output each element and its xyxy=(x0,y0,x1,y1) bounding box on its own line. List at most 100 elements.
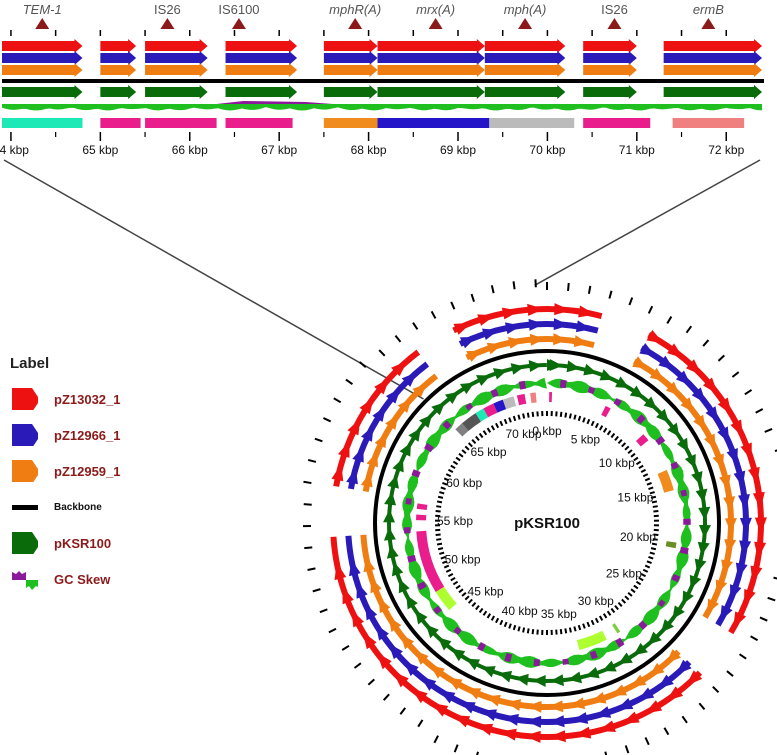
outer-tick xyxy=(470,293,475,303)
ring-pz13032-arrow xyxy=(453,322,472,335)
inner-tick xyxy=(503,621,508,628)
zoom-axis-label: 67 kbp xyxy=(261,143,297,157)
inner-tick xyxy=(439,491,445,495)
inner-tick xyxy=(482,610,488,616)
inner-tick xyxy=(617,438,623,445)
ring-pz12959-arrow xyxy=(721,559,733,575)
inner-tick xyxy=(486,427,492,433)
ring-pz13032-arrow xyxy=(548,730,566,743)
ring-pz12959-arrow xyxy=(712,453,724,470)
inner-tick xyxy=(650,547,657,551)
legend-label: pKSR100 xyxy=(54,536,112,551)
inner-tick xyxy=(531,628,535,635)
ring-pksr100-arrow xyxy=(451,648,466,662)
ring-pz13032-arrow xyxy=(573,726,592,739)
inner-tick xyxy=(606,430,612,436)
ring-pz12966-arrow xyxy=(705,406,719,423)
ring-pz13032-arrow xyxy=(665,686,684,701)
outer-tick xyxy=(731,371,740,378)
ring-pz13032-arrow xyxy=(754,541,767,559)
ring-pz12959-arrow xyxy=(649,367,665,382)
legend-swatch-skew-neg xyxy=(26,580,38,590)
annotation-block xyxy=(657,469,674,493)
ring-pz13032-arrow xyxy=(347,418,361,436)
inner-tick xyxy=(573,414,577,420)
inner-tick xyxy=(435,509,441,513)
zoom-arrow xyxy=(225,39,298,53)
ring-pz13032-arrow xyxy=(475,723,494,736)
inner-tick xyxy=(471,438,477,445)
legend-title: Label xyxy=(10,355,50,372)
inner-tick xyxy=(475,435,480,442)
annotation-block xyxy=(416,530,445,593)
inner-tick xyxy=(512,624,517,631)
outer-tick xyxy=(773,576,777,580)
circle-center-label: pKSR100 xyxy=(514,515,580,532)
outer-tick xyxy=(624,745,630,754)
inner-tick xyxy=(642,473,649,478)
zoom-arrow-pksr100 xyxy=(377,85,485,99)
zoom-arrow-pksr100 xyxy=(484,85,566,99)
ring-pksr100-arrow xyxy=(406,595,418,610)
connector-line-right xyxy=(534,159,761,286)
ring-pz12959-arrow xyxy=(388,616,402,633)
outer-tick xyxy=(604,751,608,755)
gc-skew-ring-pos xyxy=(407,554,417,563)
gene-label: ermB xyxy=(693,2,724,17)
outer-tick xyxy=(744,389,753,396)
ring-pz13032-arrow xyxy=(621,711,640,724)
legend-swatch xyxy=(12,424,38,446)
inner-tick xyxy=(610,607,616,614)
inner-tick xyxy=(490,425,496,431)
ring-pz13032-arrow xyxy=(376,652,392,670)
inner-tick xyxy=(440,555,446,560)
inner-tick xyxy=(649,551,655,555)
inner-tick xyxy=(445,473,452,478)
inner-tick xyxy=(475,604,480,611)
ring-pksr100-arrow xyxy=(431,402,446,416)
outer-tick xyxy=(328,627,337,634)
inner-tick xyxy=(478,432,484,439)
ring-pksr100-arrow xyxy=(676,437,689,453)
inner-tick xyxy=(624,445,630,451)
inner-tick xyxy=(646,482,652,486)
ring-pz12959-arrow xyxy=(485,694,501,707)
ring-pz13032-arrow xyxy=(392,671,409,688)
circle-tick-label: 45 kbp xyxy=(468,584,504,598)
inner-tick xyxy=(445,568,452,573)
zoom-annotation-block xyxy=(583,118,651,128)
gene-label: IS26 xyxy=(601,2,628,17)
ring-pz12959-arrow xyxy=(465,688,482,700)
ring-pz13032-arrow xyxy=(748,466,760,485)
ring-pksr100-arrow xyxy=(660,619,675,633)
ring-pz12959-arrow xyxy=(414,650,429,665)
ring-pksr100-arrow xyxy=(691,470,703,486)
inner-tick xyxy=(436,538,442,541)
ring-pz12959-arrow xyxy=(693,414,706,431)
inner-tick xyxy=(568,413,572,419)
ring-pz12959-arrow xyxy=(590,692,607,704)
circle-tick-label: 40 kbp xyxy=(502,604,538,618)
inner-tick xyxy=(495,422,500,429)
zoom-arrow xyxy=(663,51,762,65)
zoom-arrow xyxy=(583,39,637,53)
inner-tick xyxy=(640,468,647,474)
zoom-gc-skew xyxy=(2,104,762,111)
outer-tick xyxy=(685,325,693,334)
ring-pz12966-arrow xyxy=(504,322,522,335)
inner-tick xyxy=(435,533,441,537)
ring-pz12966-arrow xyxy=(657,674,674,689)
inner-tick xyxy=(450,576,456,582)
outer-tick xyxy=(382,693,390,701)
circle-tick-label: 5 kbp xyxy=(571,432,601,446)
annotation-block xyxy=(612,623,621,634)
inner-tick xyxy=(517,626,521,632)
inner-tick xyxy=(461,591,467,597)
ring-pz13032-arrow xyxy=(752,491,765,510)
inner-tick xyxy=(630,588,636,594)
ring-pksr100-arrow xyxy=(684,453,696,469)
ring-pz12959-arrow xyxy=(724,518,737,533)
outer-tick xyxy=(702,339,710,347)
ring-pksr100-arrow xyxy=(383,509,396,523)
inner-tick xyxy=(499,420,504,427)
